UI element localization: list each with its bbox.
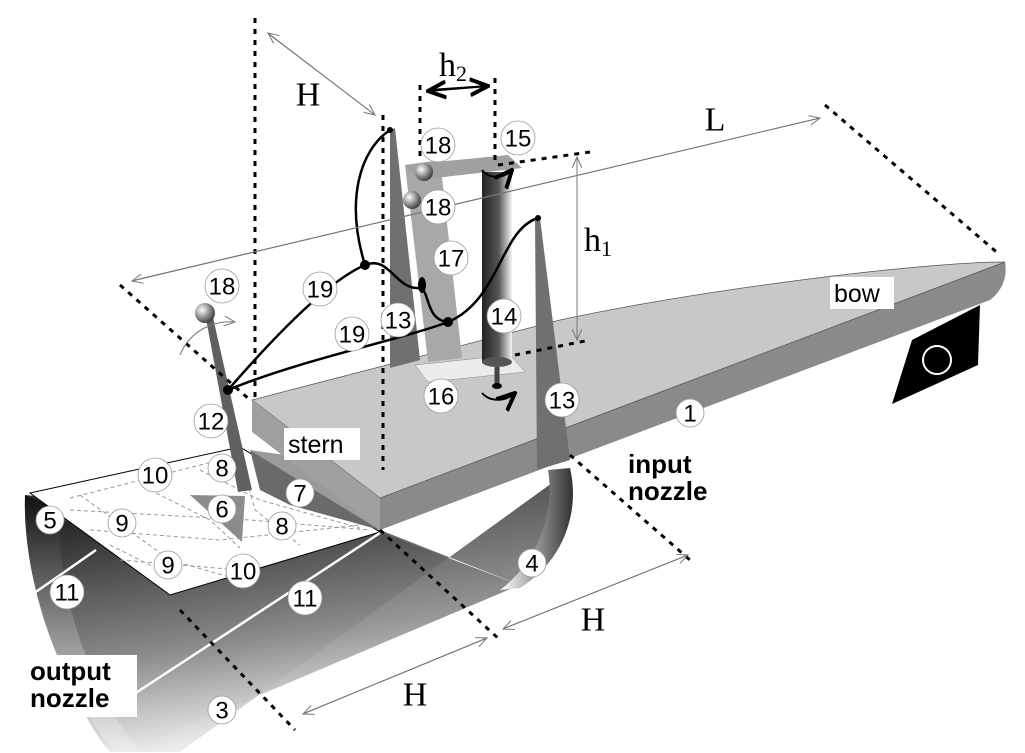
callout-c6: 6 xyxy=(215,497,228,524)
callout-circle-c18b xyxy=(420,127,456,163)
callout-circle-c7 xyxy=(285,478,315,508)
reference-lines xyxy=(119,18,1001,732)
callout-circle-c8a xyxy=(207,453,237,483)
dim-H-right: H xyxy=(581,602,606,639)
top-plate-15 xyxy=(405,155,522,180)
wires-19 xyxy=(223,127,541,395)
hull-side xyxy=(380,262,1006,530)
callout-circle-c10a xyxy=(137,457,173,493)
mast-12 xyxy=(205,313,252,492)
callout-circle-c2 xyxy=(922,345,952,375)
callout-circle-c12 xyxy=(193,403,229,439)
callout-circle-c4 xyxy=(517,548,547,578)
callout-c16: 16 xyxy=(428,384,455,411)
callout-c1: 1 xyxy=(683,401,696,428)
callout-circle-c9a xyxy=(107,508,137,538)
input-nozzle-cap xyxy=(500,468,573,590)
callout-c13a: 13 xyxy=(385,308,412,335)
shaft-end xyxy=(492,383,502,389)
callout-circle-c11a xyxy=(49,574,85,610)
callout-circle-c10b xyxy=(225,553,261,589)
callout-c18c: 18 xyxy=(425,195,452,222)
callout-circle-c17 xyxy=(433,240,469,276)
callout-circle-c6 xyxy=(207,494,237,524)
dim-h1: h1 xyxy=(584,222,612,261)
dimension-arrows xyxy=(132,33,820,714)
output-nozzle-cap xyxy=(24,495,141,752)
callout-circle-c18a xyxy=(204,268,240,304)
callout-c19b: 19 xyxy=(339,322,366,349)
stripe-11b xyxy=(124,531,381,702)
stripe-11a xyxy=(29,548,97,598)
callout-c12: 12 xyxy=(198,409,225,436)
callout-c13b: 13 xyxy=(549,388,576,415)
ball-18b xyxy=(415,163,433,181)
wedge-7-face xyxy=(250,450,380,530)
callout-circle-c13a xyxy=(380,302,416,338)
callout-circle-c5 xyxy=(35,505,65,535)
callout-circle-c19b xyxy=(334,316,370,352)
callout-c17: 17 xyxy=(438,246,465,273)
callout-c2: 2 xyxy=(930,348,943,375)
callout-c10a: 10 xyxy=(142,463,169,490)
callout-circle-c9b xyxy=(153,550,183,580)
callout-circle-c1 xyxy=(675,398,705,428)
label-input-nozzle-1: input xyxy=(628,449,692,479)
callout-circle-c3 xyxy=(207,695,237,725)
callout-c11b: 11 xyxy=(293,586,318,613)
ball-18a xyxy=(195,303,215,323)
callout-c18a: 18 xyxy=(209,274,236,301)
dim-h2: h2 xyxy=(439,47,467,86)
callout-circle-c16 xyxy=(423,378,459,414)
callout-c19a: 19 xyxy=(307,277,334,304)
callout-c4: 4 xyxy=(525,551,538,578)
callout-circle-c11b xyxy=(287,580,323,616)
callout-c9a: 9 xyxy=(115,511,128,538)
callout-c8a: 8 xyxy=(215,456,228,483)
ball-18c xyxy=(403,191,421,209)
label-output-nozzle-1: output xyxy=(30,656,111,686)
column-bottom xyxy=(482,357,512,367)
callout-circle-c19a xyxy=(302,271,338,307)
dim-H-bottom: H xyxy=(403,677,428,714)
rotation-arrows xyxy=(179,170,515,400)
callout-c9b: 9 xyxy=(161,553,174,580)
hull-deck xyxy=(251,261,1006,499)
callout-circle-c13b xyxy=(544,382,580,418)
callout-c3: 3 xyxy=(215,698,228,725)
callout-circle-c18c xyxy=(420,189,456,225)
callout-circle-c8b xyxy=(267,511,297,541)
callout-c7: 7 xyxy=(293,481,306,508)
callout-c10b: 10 xyxy=(230,559,257,586)
callout-circle-c14 xyxy=(486,298,522,334)
callout-circle-c15 xyxy=(500,120,536,156)
frame-17 xyxy=(405,160,462,362)
callout-c15: 15 xyxy=(505,126,532,153)
dim-L: L xyxy=(705,102,726,139)
label-output-nozzle-2: nozzle xyxy=(30,683,109,713)
dim-H-top: H xyxy=(296,77,321,114)
label-input-nozzle-2: nozzle xyxy=(628,476,707,506)
callout-c8b: 8 xyxy=(275,514,288,541)
callout-c11a: 11 xyxy=(55,580,80,607)
callout-c5: 5 xyxy=(43,508,56,535)
callout-c14: 14 xyxy=(491,304,518,331)
label-bow: bow xyxy=(834,280,881,308)
label-stern: stern xyxy=(288,431,344,459)
callout-c18b: 18 xyxy=(425,133,452,160)
